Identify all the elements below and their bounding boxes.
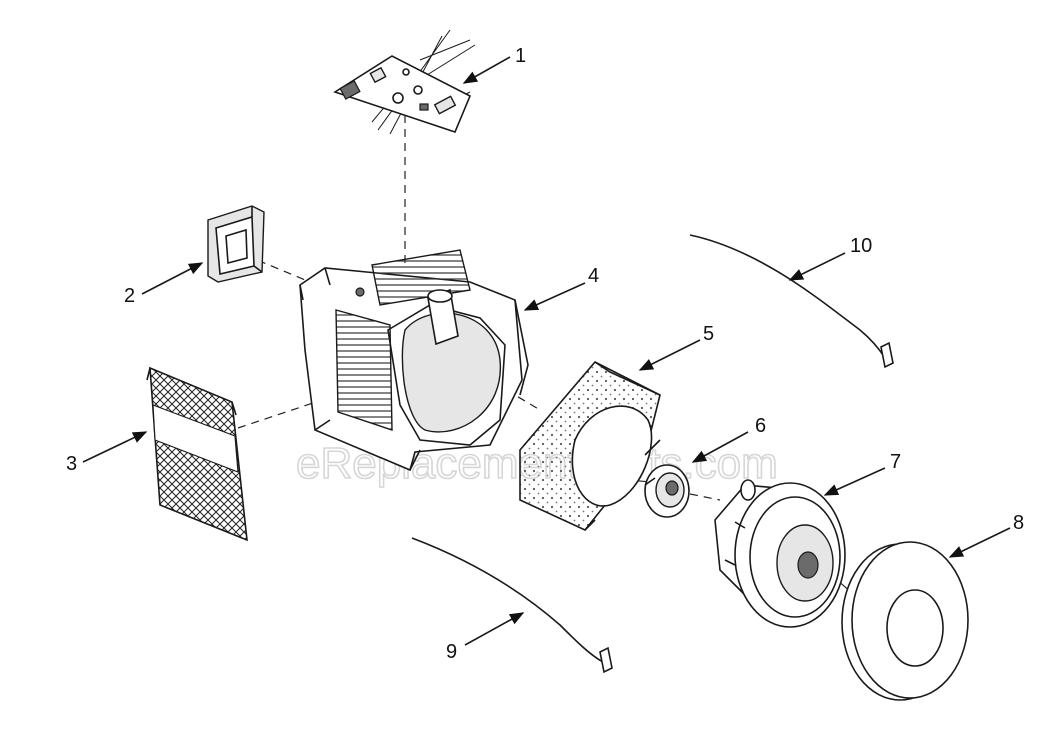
cover-disc-part <box>841 541 969 701</box>
wire-lower-part <box>411 537 613 674</box>
callout-3: 3 <box>66 453 77 475</box>
callout-8: 8 <box>1013 512 1024 534</box>
callout-10: 10 <box>850 235 872 257</box>
circuit-board-part <box>333 29 476 135</box>
wire-upper-part <box>689 234 894 369</box>
foam-ring-part <box>519 361 661 531</box>
callout-labels: 1 2 3 4 5 6 7 8 9 10 <box>66 45 1024 663</box>
callout-4: 4 <box>588 265 599 287</box>
filter-frame-part <box>207 205 265 283</box>
callout-7: 7 <box>890 451 901 473</box>
callout-1: 1 <box>515 45 526 67</box>
callout-9: 9 <box>446 641 457 663</box>
callout-5: 5 <box>703 323 714 345</box>
motor-housing-part <box>299 249 529 472</box>
mesh-screen-part <box>146 366 248 542</box>
callout-6: 6 <box>755 415 766 437</box>
impeller-part <box>644 464 690 518</box>
motor-part <box>714 479 846 628</box>
callout-leaders <box>82 56 1011 646</box>
callout-2: 2 <box>124 285 135 307</box>
